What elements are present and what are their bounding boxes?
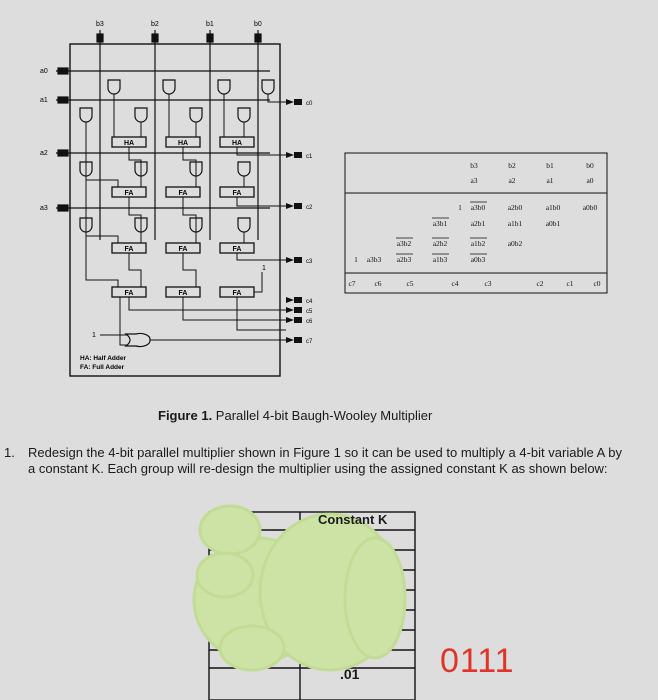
fa-label-r3-1: FA: [125, 246, 134, 253]
ha-label-3: HA: [232, 140, 242, 147]
input-a0-label: a0: [40, 68, 48, 75]
input-b2-label: b2: [151, 21, 159, 28]
res-c5: c5: [406, 279, 413, 288]
output-c3-label: c3: [306, 259, 313, 265]
pp3-a2b2: a2b2: [433, 239, 448, 248]
hdr-a2: a2: [508, 176, 515, 185]
hdr-a3: a3: [470, 176, 477, 185]
pp2-a2b1: a2b1: [471, 219, 486, 228]
constant-k-header: Constant K: [318, 512, 388, 527]
pp4-a2b3: a2b3: [397, 255, 412, 264]
figure-caption-text: Parallel 4-bit Baugh-Wooley Multiplier: [212, 408, 433, 423]
legend-half-adder: HA: Half Adder: [80, 355, 126, 362]
top-input-pins: [96, 30, 262, 240]
input-a1-label: a1: [40, 97, 48, 104]
ha-label-2: HA: [178, 140, 188, 147]
fa-label-r3-2: FA: [179, 246, 188, 253]
output-c5-label: c5: [306, 309, 313, 315]
hdr-a0: a0: [586, 176, 593, 185]
input-b0-label: b0: [254, 21, 262, 28]
output-c2-label: c2: [306, 205, 313, 211]
pp1-a0b0: a0b0: [583, 203, 598, 212]
output-c4-label: c4: [306, 299, 313, 305]
pp4-one: 1: [354, 255, 358, 264]
adder-blocks: [111, 136, 255, 298]
xor-gate: [124, 332, 151, 348]
ha-label-1: HA: [124, 140, 134, 147]
pp1-a1b0: a1b0: [546, 203, 561, 212]
left-input-pins: [56, 67, 270, 212]
pp4-a3b3: a3b3: [367, 255, 382, 264]
output-c7-label: c7: [306, 339, 313, 345]
interconnect-wires: [85, 94, 286, 346]
pp4-a1b3: a1b3: [433, 255, 448, 264]
pp3-a0b2: a0b2: [508, 239, 523, 248]
res-c3: c3: [484, 279, 491, 288]
hdr-a1: a1: [546, 176, 553, 185]
input-b3-label: b3: [96, 21, 104, 28]
hdr-b3: b3: [470, 161, 478, 170]
res-c4: c4: [451, 279, 458, 288]
res-c7: c7: [348, 279, 355, 288]
handwritten-answer: 0111: [440, 642, 515, 680]
input-b1-label: b1: [206, 21, 214, 28]
fa-label-r4-3: FA: [233, 290, 242, 297]
pp1-one: 1: [458, 203, 462, 212]
constant-one-right: 1: [262, 265, 266, 272]
pp2-a1b1: a1b1: [508, 219, 523, 228]
res-c2: c2: [536, 279, 543, 288]
fa-label-r3-3: FA: [233, 246, 242, 253]
pp4-a0b3: a0b3: [471, 255, 486, 264]
pp2-a3b1: a3b1: [433, 219, 448, 228]
fa-label-r4-2: FA: [179, 290, 188, 297]
hdr-b0: b0: [586, 161, 594, 170]
output-c6-label: c6: [306, 319, 313, 325]
figure-caption: Figure 1. Parallel 4-bit Baugh-Wooley Mu…: [158, 408, 432, 423]
fa-label-r4-1: FA: [125, 290, 134, 297]
constant-k-partial-cell: .01: [340, 666, 360, 682]
complement-overbars: [396, 201, 487, 255]
and-gates: [79, 79, 275, 233]
question-text: Redesign the 4-bit parallel multiplier s…: [28, 445, 622, 476]
output-pins: [286, 99, 302, 343]
input-a2-label: a2: [40, 150, 48, 157]
pp2-a0b1: a0b1: [546, 219, 561, 228]
res-c1: c1: [566, 279, 573, 288]
output-c0-label: c0: [306, 101, 313, 107]
partial-product-table: [344, 152, 608, 294]
fa-label-r2-1: FA: [125, 190, 134, 197]
pp3-a1b2: a1b2: [471, 239, 486, 248]
res-c0: c0: [593, 279, 600, 288]
res-c6: c6: [374, 279, 381, 288]
fa-label-r2-3: FA: [233, 190, 242, 197]
constant-one-bottom: 1: [92, 332, 96, 339]
pp1-a2b0: a2b0: [508, 203, 523, 212]
legend-full-adder: FA: Full Adder: [80, 364, 125, 371]
question-number: 1.: [4, 445, 15, 460]
circuit-frame: [69, 43, 281, 377]
output-c1-label: c1: [306, 154, 313, 160]
hdr-b2: b2: [508, 161, 516, 170]
pp1-a3b0: a3b0: [471, 203, 486, 212]
pp3-a3b2: a3b2: [397, 239, 412, 248]
figure-caption-label: Figure 1.: [158, 408, 213, 423]
hdr-b1: b1: [546, 161, 554, 170]
scribble-redaction: [192, 504, 407, 672]
fa-label-r2-2: FA: [179, 190, 188, 197]
input-a3-label: a3: [40, 205, 48, 212]
